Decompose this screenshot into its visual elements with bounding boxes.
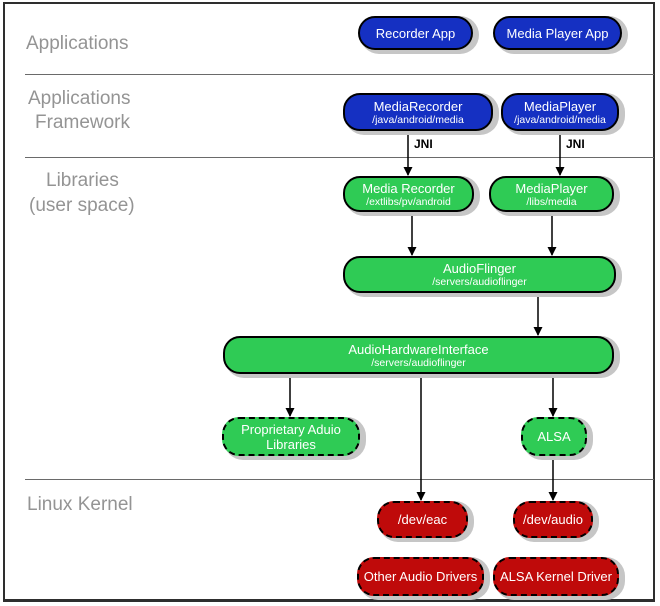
node-title: MediaPlayer	[515, 180, 588, 196]
node-recorder-app: Recorder App	[358, 16, 473, 50]
node-title: MediaPlayer	[523, 98, 597, 114]
node-subtitle: /java/android/media	[372, 113, 464, 126]
node-title: /dev/eac	[397, 512, 448, 527]
node-media-player-app: Media Player App	[493, 16, 622, 50]
node-subtitle: /java/android/media	[514, 113, 606, 126]
node-title: AudioHardwareInterface	[348, 341, 489, 357]
node-subtitle: /servers/audioflinger	[432, 276, 527, 288]
node-proprietary-audio-libraries: Proprietary Aduio Libraries	[222, 417, 360, 456]
node-title: MediaRecorder	[373, 98, 463, 114]
layer-label-framework-line1: Applications	[28, 88, 131, 109]
layer-label-libraries-line1: Libraries	[46, 170, 119, 191]
node-title: Other Audio Drivers	[363, 569, 478, 584]
node-mediaplayer-framework: MediaPlayer /java/android/media	[501, 93, 619, 131]
node-audiohardwareinterface: AudioHardwareInterface /servers/audiofli…	[223, 336, 614, 374]
node-title: AudioFlinger	[443, 261, 516, 276]
node-dev-eac: /dev/eac	[377, 501, 468, 538]
layer-label-applications: Applications	[26, 33, 129, 54]
divider-framework-libraries	[25, 157, 654, 158]
layer-label-framework-line2: Framework	[35, 112, 131, 133]
node-title: Media Recorder	[362, 180, 455, 196]
divider-libraries-kernel	[25, 479, 654, 480]
node-alsa: ALSA	[521, 417, 587, 456]
node-other-audio-drivers: Other Audio Drivers	[357, 557, 484, 596]
divider-applications-framework	[25, 74, 654, 75]
jni-label-right: JNI	[566, 137, 585, 151]
node-alsa-kernel-driver: ALSA Kernel Driver	[493, 557, 619, 596]
node-subtitle: /servers/audioflinger	[371, 356, 466, 369]
node-title: /dev/audio	[523, 512, 583, 527]
node-title: ALSA Kernel Driver	[500, 569, 612, 584]
node-dev-audio: /dev/audio	[513, 501, 593, 538]
jni-label-left: JNI	[414, 137, 433, 151]
layer-label-linux-kernel: Linux Kernel	[27, 494, 133, 515]
layer-label-libraries-line2: (user space)	[29, 195, 135, 216]
node-media-recorder-lib: Media Recorder /extlibs/pv/android	[343, 176, 474, 212]
node-title: Recorder App	[375, 25, 456, 41]
node-subtitle: /extlibs/pv/android	[366, 195, 451, 208]
node-title: Proprietary Aduio Libraries	[241, 421, 341, 452]
node-mediaplayer-lib: MediaPlayer /libs/media	[489, 176, 614, 212]
node-audioflinger: AudioFlinger /servers/audioflinger	[343, 256, 616, 293]
node-title: Media Player App	[506, 25, 609, 41]
node-mediarecorder-framework: MediaRecorder /java/android/media	[343, 93, 493, 131]
node-title: ALSA	[537, 429, 571, 444]
node-subtitle: /libs/media	[526, 195, 577, 208]
